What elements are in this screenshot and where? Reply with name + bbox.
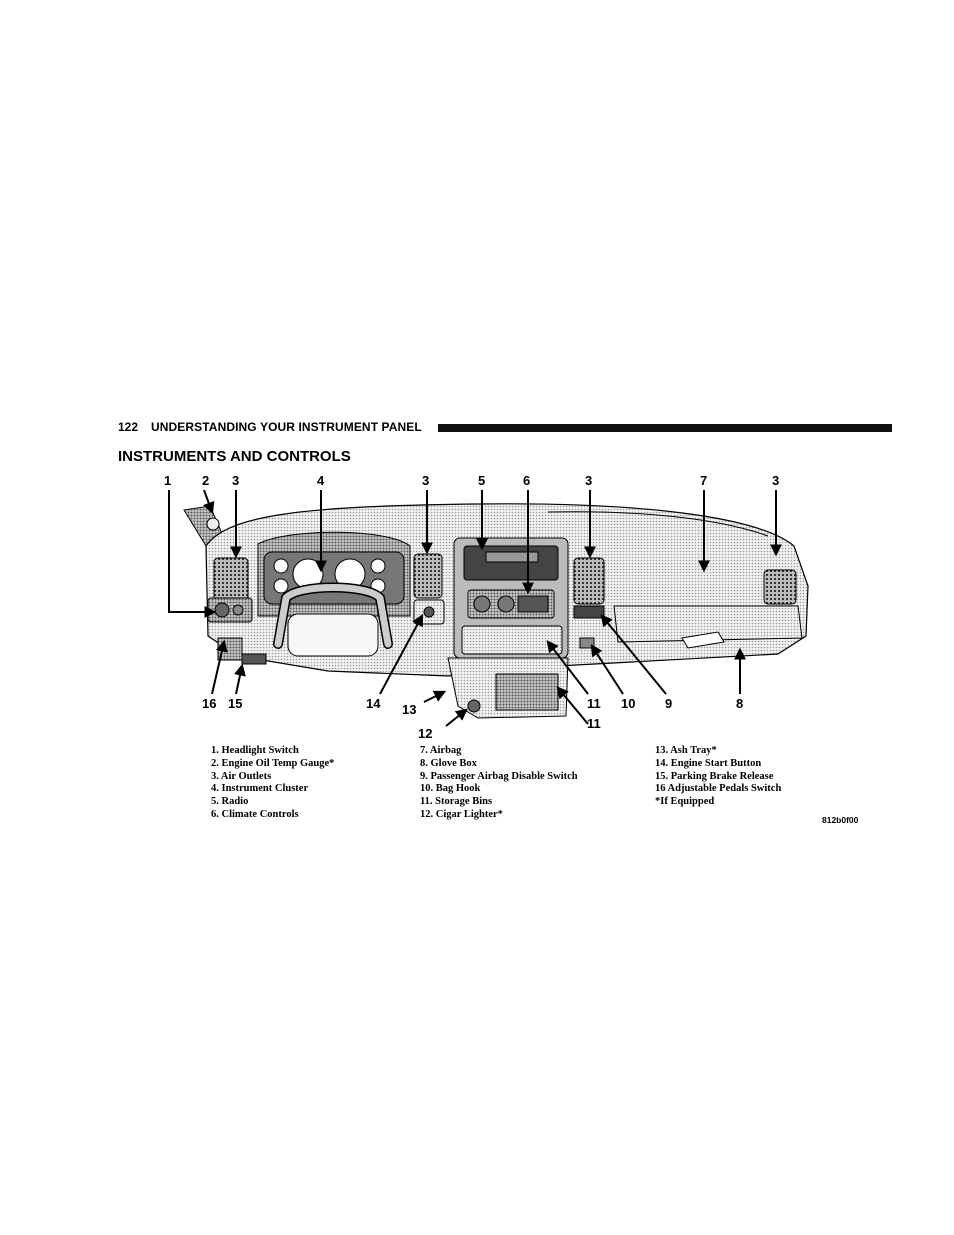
callout-4: 4 — [317, 473, 325, 488]
legend-item: 12. Cigar Lighter* — [420, 808, 503, 820]
callout-10: 10 — [621, 696, 635, 711]
legend-item: 9. Passenger Airbag Disable Switch — [420, 770, 578, 782]
legend-item: 14. Engine Start Button — [655, 757, 762, 769]
page-heading: INSTRUMENTS AND CONTROLS — [118, 448, 351, 465]
legend-item: 10. Bag Hook — [420, 783, 481, 795]
legend-item: 7. Airbag — [420, 745, 462, 756]
callout-14: 14 — [366, 696, 381, 711]
legend-item: 8. Glove Box — [420, 757, 477, 769]
legend-column-3: 13. Ash Tray* 14. Engine Start Button 15… — [655, 745, 781, 809]
legend-item: 6. Climate Controls — [211, 808, 299, 820]
callout-12: 12 — [418, 726, 432, 741]
header-rule — [438, 424, 892, 432]
legend-column-2: 7. Airbag 8. Glove Box 9. Passenger Airb… — [420, 745, 578, 822]
callout-3-right: 3 — [772, 473, 779, 488]
legend-item: 11. Storage Bins — [420, 796, 493, 808]
callout-13: 13 — [402, 702, 416, 717]
legend-item: 2. Engine Oil Temp Gauge* — [211, 757, 335, 769]
instrument-panel-diagram: 1 2 3 4 3 5 6 3 7 3 16 15 14 13 12 11 11… — [118, 466, 892, 742]
callout-3-left: 3 — [232, 473, 239, 488]
callout-5: 5 — [478, 473, 485, 488]
section-title: UNDERSTANDING YOUR INSTRUMENT PANEL — [151, 420, 422, 434]
callout-2: 2 — [202, 473, 209, 488]
callout-3-center-left: 3 — [422, 473, 429, 488]
callout-15: 15 — [228, 696, 242, 711]
page-number: 122 — [118, 420, 139, 434]
legend-item: 5. Radio — [211, 796, 249, 808]
legend-footnote: *If Equipped — [655, 796, 715, 808]
legend-item: 16 Adjustable Pedals Switch — [655, 783, 782, 795]
callout-16: 16 — [202, 696, 216, 711]
callout-3-center-right: 3 — [585, 473, 592, 488]
callout-11-upper: 11 — [587, 696, 601, 711]
dashboard-illustration: 1 2 3 4 3 5 6 3 7 3 16 15 14 13 12 11 11… — [164, 473, 809, 741]
callout-7: 7 — [700, 473, 707, 488]
legend-item: 4. Instrument Cluster — [211, 783, 309, 795]
figure-code: 812b0f00 — [822, 815, 859, 825]
callout-11-lower: 11 — [587, 716, 601, 731]
callout-9: 9 — [665, 696, 672, 711]
legend-item: 13. Ash Tray* — [655, 745, 717, 756]
callout-8: 8 — [736, 696, 743, 711]
legend-item: 1. Headlight Switch — [211, 745, 299, 756]
legend-item: 15. Parking Brake Release — [655, 770, 774, 782]
callout-1: 1 — [164, 473, 171, 488]
running-header: 122 UNDERSTANDING YOUR INSTRUMENT PANEL — [118, 420, 892, 436]
legend-column-1: 1. Headlight Switch 2. Engine Oil Temp G… — [211, 745, 334, 822]
legend-item: 3. Air Outlets — [211, 770, 272, 782]
callout-6: 6 — [523, 473, 530, 488]
